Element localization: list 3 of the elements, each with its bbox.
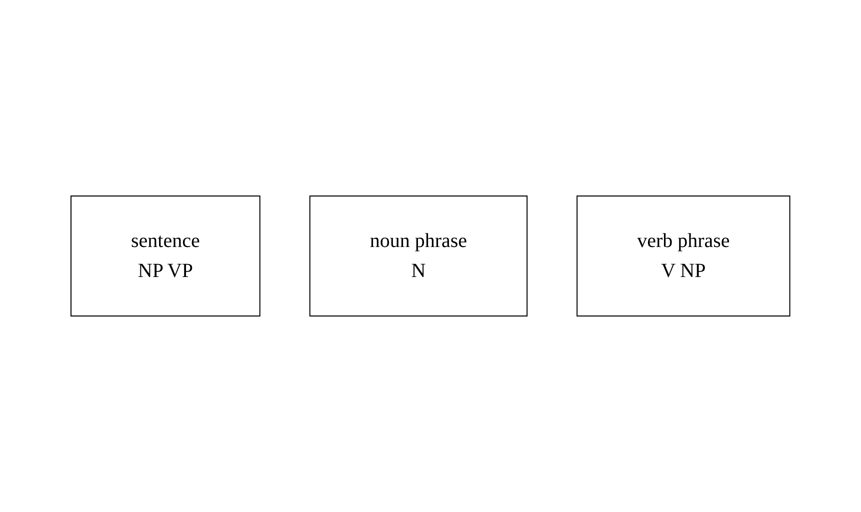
node-box: noun phrase N [309,196,528,316]
node-box: sentence NP VP [70,196,260,316]
node-box: verb phrase V NP [576,196,790,316]
